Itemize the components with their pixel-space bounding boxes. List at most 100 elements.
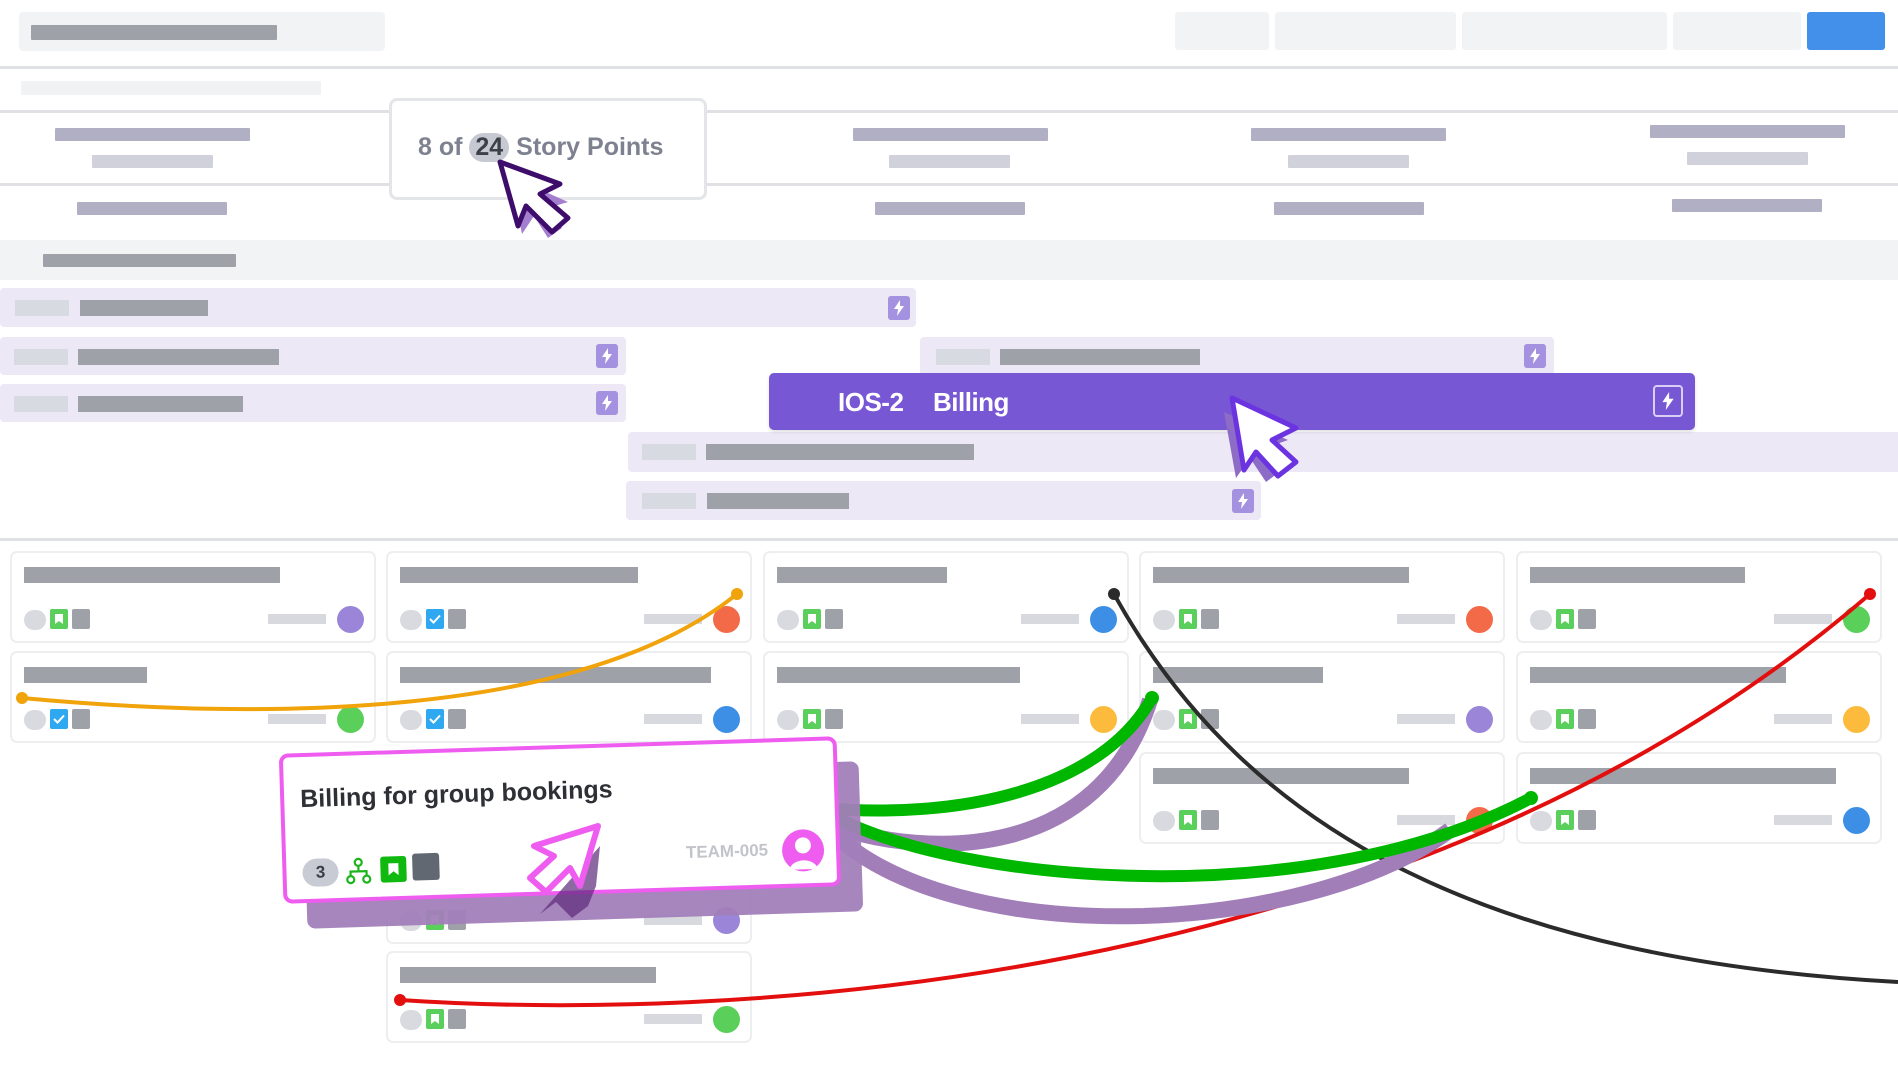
card-title-placeholder — [1153, 768, 1409, 784]
toolbar-button-3[interactable] — [1462, 12, 1667, 50]
issue-card[interactable] — [1139, 651, 1505, 743]
toolbar-button-4[interactable] — [1673, 12, 1801, 50]
epic-title: Billing — [933, 387, 1009, 417]
estimate-placeholder — [1397, 614, 1455, 624]
story-icon — [380, 855, 407, 883]
column-header-5-title — [1650, 125, 1845, 138]
epic-bar-4[interactable] — [0, 384, 626, 422]
breadcrumb-placeholder — [21, 81, 321, 95]
column-header-3-title — [853, 128, 1048, 141]
task-check-icon — [426, 709, 444, 729]
epic-bar-ios-2[interactable]: IOS-2 Billing — [769, 373, 1695, 430]
issue-card[interactable] — [386, 651, 752, 743]
estimate-placeholder — [644, 1014, 702, 1024]
status-pill — [777, 610, 799, 630]
column-capacity-5 — [1672, 199, 1822, 212]
epic-bar-label — [706, 444, 974, 460]
card-title-placeholder — [400, 567, 638, 583]
status-pill — [24, 710, 46, 730]
epic-bar-5[interactable] — [628, 432, 1898, 472]
avatar[interactable] — [1466, 807, 1493, 834]
issue-card[interactable] — [1516, 752, 1882, 844]
avatar[interactable] — [337, 606, 364, 633]
epic-bar-key — [14, 349, 68, 365]
issue-card[interactable] — [1516, 651, 1882, 743]
columns-divider — [0, 183, 1898, 186]
card-title-placeholder — [400, 967, 656, 983]
epic-bar-key — [936, 349, 990, 365]
avatar[interactable] — [1090, 706, 1117, 733]
priority-icon — [1201, 609, 1219, 629]
story-icon — [1179, 709, 1197, 729]
status-pill — [400, 710, 422, 730]
card-title-placeholder — [1153, 567, 1409, 583]
story-icon — [1179, 810, 1197, 830]
story-points-popup[interactable]: 8 of 24 Story Points — [389, 98, 707, 200]
lightning-icon — [1524, 344, 1546, 368]
header-divider — [0, 66, 1898, 69]
column-capacity-1 — [77, 202, 227, 215]
assignee-avatar-icon[interactable] — [781, 828, 825, 873]
dragged-issue-card[interactable]: Billing for group bookings 3 TEAM-005 — [278, 736, 842, 904]
column-header-1-sub — [92, 155, 213, 168]
avatar[interactable] — [1843, 807, 1870, 834]
priority-icon — [448, 1009, 466, 1029]
priority-icon — [1578, 810, 1596, 830]
epic-bar-6[interactable] — [626, 481, 1261, 520]
avatar[interactable] — [713, 706, 740, 733]
column-header-4-sub — [1288, 155, 1409, 168]
story-icon — [426, 1009, 444, 1029]
column-header-5-sub — [1687, 152, 1808, 165]
swimlane-title-placeholder — [43, 254, 236, 267]
estimate-placeholder — [1774, 614, 1832, 624]
issue-card[interactable] — [386, 951, 752, 1043]
card-title-placeholder — [1530, 667, 1786, 683]
column-capacity-3 — [875, 202, 1025, 215]
avatar[interactable] — [1843, 706, 1870, 733]
column-header-4-title — [1251, 128, 1446, 141]
lightning-icon — [596, 391, 618, 415]
estimate-placeholder — [268, 614, 326, 624]
status-pill — [1530, 610, 1552, 630]
avatar[interactable] — [337, 706, 364, 733]
priority-icon — [448, 609, 466, 629]
avatar[interactable] — [713, 1006, 740, 1033]
status-pill — [400, 610, 422, 630]
primary-button[interactable] — [1807, 12, 1885, 50]
issue-card[interactable] — [1139, 551, 1505, 643]
priority-icon — [1201, 709, 1219, 729]
column-header-3-sub — [889, 155, 1010, 168]
subheader-divider — [0, 110, 1898, 113]
card-title-placeholder — [777, 567, 947, 583]
estimate-placeholder — [1021, 714, 1079, 724]
swimlane-header[interactable] — [0, 240, 1898, 280]
issue-card[interactable] — [10, 651, 376, 743]
epic-bar-2[interactable] — [0, 337, 626, 375]
issue-card[interactable] — [763, 651, 1129, 743]
issue-card[interactable] — [10, 551, 376, 643]
priority-icon — [72, 709, 90, 729]
priority-icon — [825, 709, 843, 729]
avatar[interactable] — [713, 606, 740, 633]
epic-bar-3[interactable] — [920, 337, 1554, 375]
issue-card[interactable] — [1139, 752, 1505, 844]
toolbar-button-2[interactable] — [1275, 12, 1456, 50]
story-icon — [1179, 609, 1197, 629]
issue-card[interactable] — [386, 551, 752, 643]
avatar[interactable] — [1466, 706, 1493, 733]
lightning-icon — [888, 296, 910, 320]
issue-card[interactable] — [763, 551, 1129, 643]
avatar[interactable] — [1843, 606, 1870, 633]
lightning-icon — [1232, 489, 1254, 513]
avatar[interactable] — [1090, 606, 1117, 633]
issue-card[interactable] — [1516, 551, 1882, 643]
estimate-placeholder — [644, 714, 702, 724]
story-points-text: 8 of 24 Story Points — [418, 133, 663, 162]
avatar[interactable] — [1466, 606, 1493, 633]
toolbar-button-1[interactable] — [1175, 12, 1269, 50]
column-capacity-4 — [1274, 202, 1424, 215]
epic-bar-1[interactable] — [0, 288, 916, 327]
lightning-icon[interactable] — [1653, 385, 1683, 417]
status-pill — [1153, 811, 1175, 831]
epic-bar-key — [14, 396, 68, 412]
